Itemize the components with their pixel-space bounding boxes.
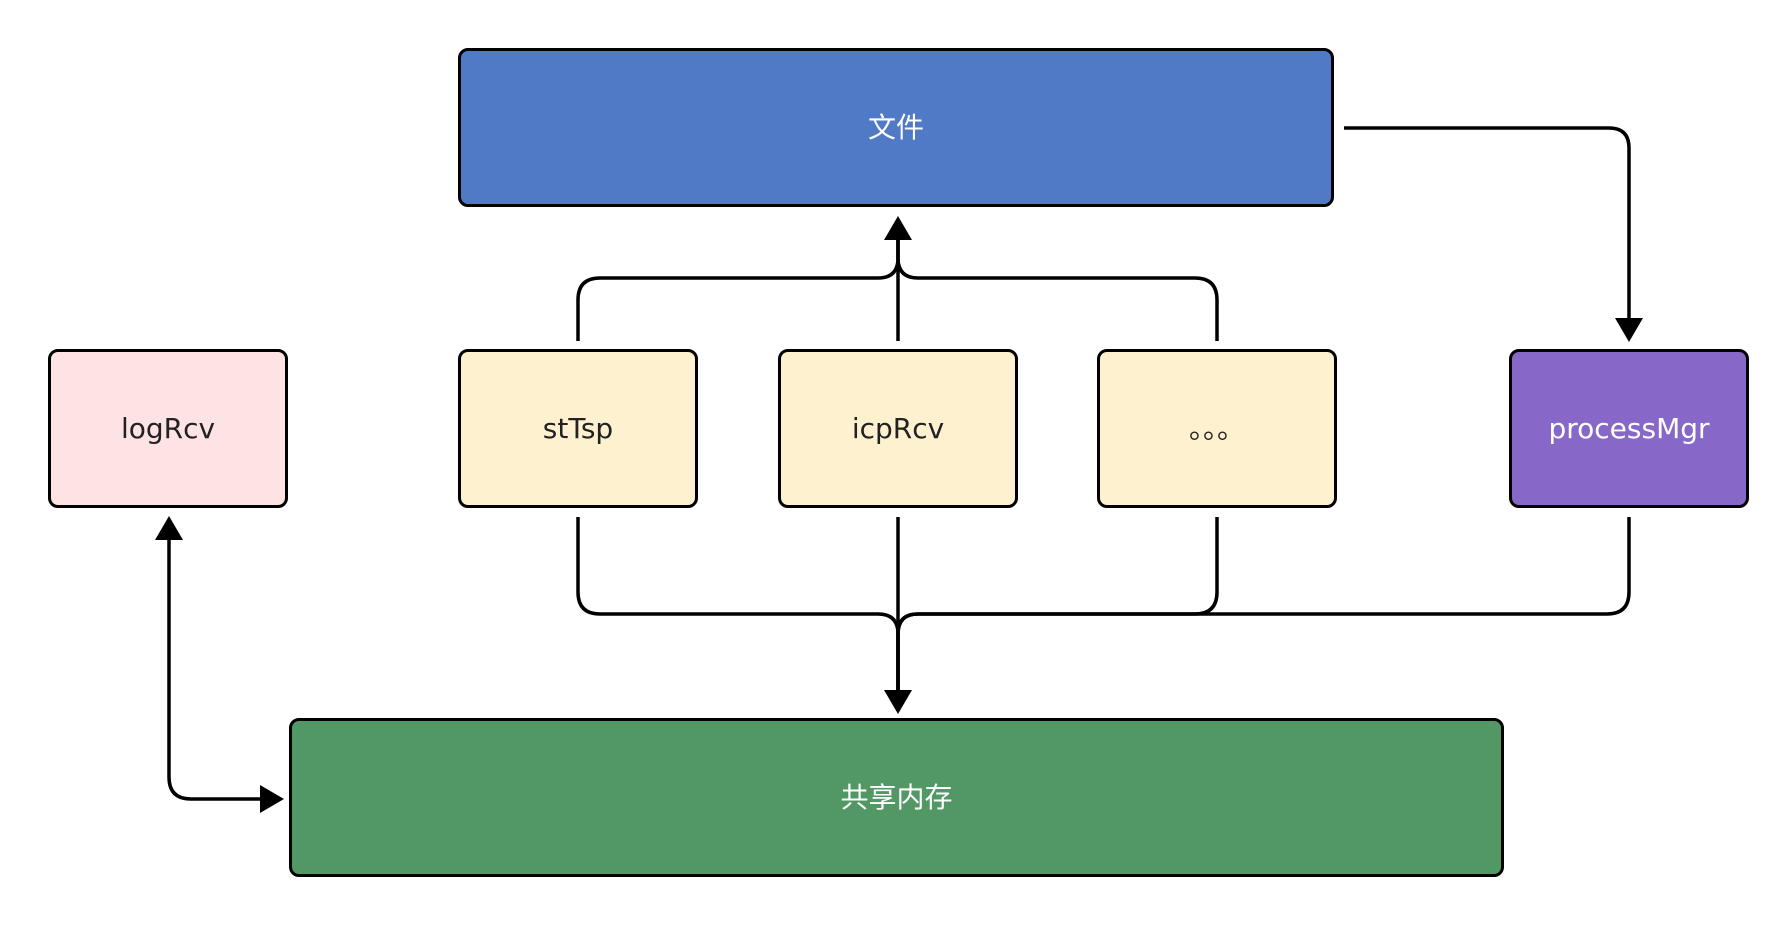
edge-processmgr-to-shared-memory: [896, 517, 1631, 690]
edge-more-to-file: [896, 240, 1219, 341]
edge-logrcv-shared-memory: [167, 540, 260, 801]
arrowhead-into-file: [884, 216, 912, 240]
edge-sttsp-to-shared-memory: [576, 517, 900, 690]
logrcv-node-label: logRcv: [120, 411, 216, 445]
logrcv-node: logRcv: [48, 349, 288, 508]
arrowhead-into-processmgr: [1615, 318, 1643, 342]
arrowhead-into-shared-memory-left: [260, 785, 284, 813]
shared-memory-node: 共享内存: [289, 718, 1504, 877]
more-processes-node-label: 。。。: [1188, 411, 1245, 445]
edge-file-to-processmgr: [1344, 126, 1631, 318]
arrowhead-into-shared-memory: [884, 690, 912, 714]
edge-sttsp-to-file: [576, 240, 900, 341]
file-node-label: 文件: [867, 110, 924, 144]
edge-more-to-shared-memory: [896, 517, 1219, 690]
sttsp-node: stTsp: [458, 349, 698, 508]
more-processes-node: 。。。: [1097, 349, 1337, 508]
processmgr-node: processMgr: [1509, 349, 1749, 508]
processmgr-node-label: processMgr: [1548, 411, 1710, 445]
file-node: 文件: [458, 48, 1334, 207]
shared-memory-node-label: 共享内存: [840, 780, 953, 814]
sttsp-node-label: stTsp: [542, 411, 614, 445]
arrowhead-into-logrcv: [155, 516, 183, 540]
icprcv-node-label: icpRcv: [851, 411, 945, 445]
icprcv-node: icpRcv: [778, 349, 1018, 508]
